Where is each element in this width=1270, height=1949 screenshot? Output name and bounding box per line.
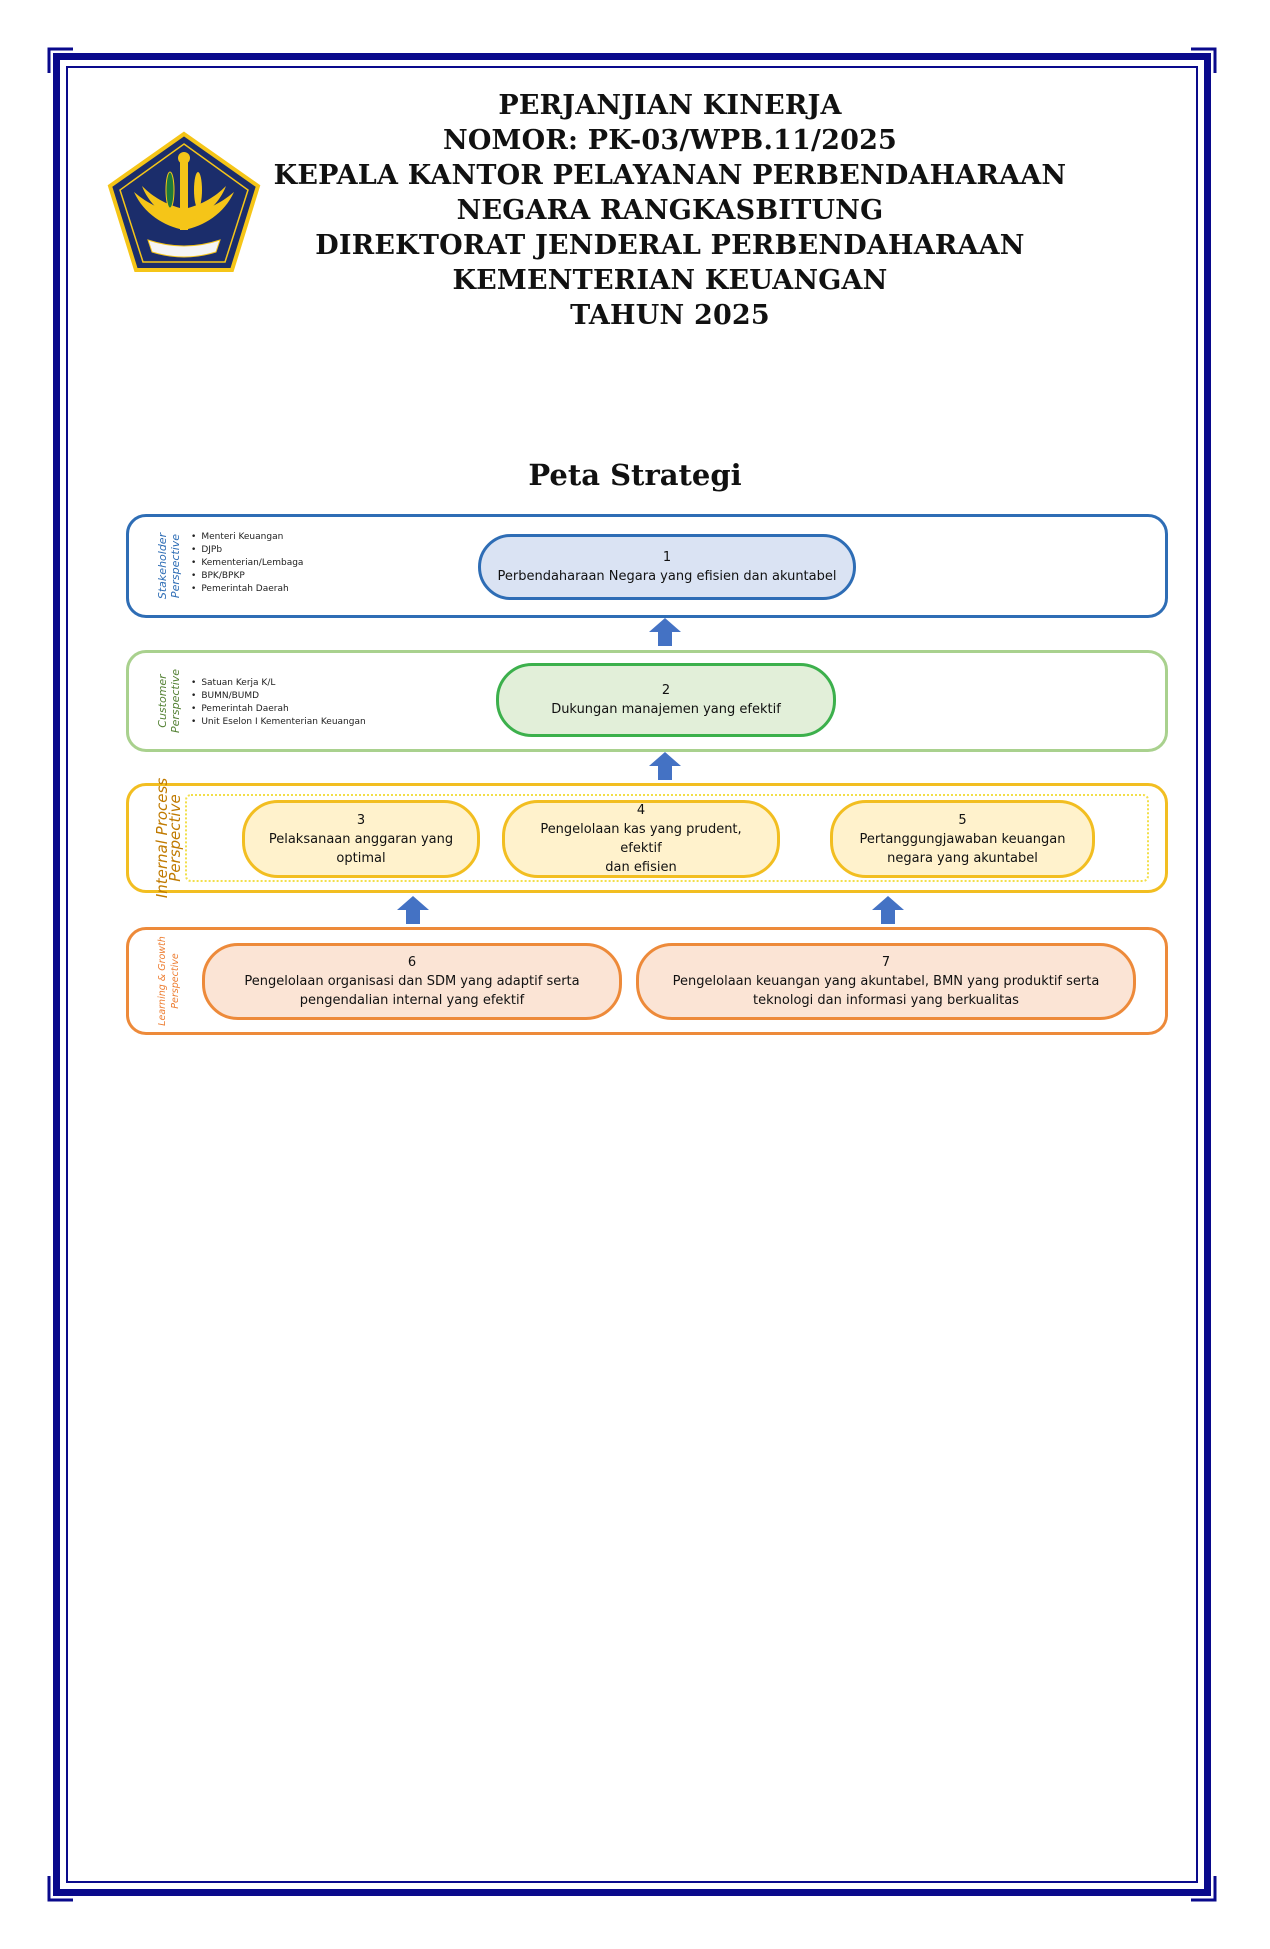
list-item: Menteri Keuangan bbox=[191, 531, 303, 544]
objective-text: pengendalian internal yang efektif bbox=[299, 993, 525, 1008]
header-line-5: DIREKTORAT JENDERAL PERBENDAHARAAN bbox=[315, 230, 1025, 261]
header-line-6: KEMENTERIAN KEUANGAN bbox=[452, 265, 888, 296]
list-item: Pemerintah Daerah bbox=[191, 583, 303, 596]
objective-number: 3 bbox=[356, 812, 366, 828]
stakeholder-list: Menteri Keuangan DJPb Kementerian/Lembag… bbox=[191, 531, 303, 596]
perspective-label-line: Perspective bbox=[166, 794, 184, 882]
corner-ornament-icon bbox=[47, 1876, 73, 1902]
header-number: NOMOR: PK-03/WPB.11/2025 bbox=[442, 125, 898, 156]
objective-text: Pengelolaan kas yang prudent, efektif bbox=[540, 822, 742, 856]
up-arrow-icon bbox=[649, 618, 681, 646]
objective-text: Pertanggungjawaban keuangan bbox=[859, 831, 1066, 847]
header-line-4: NEGARA RANGKASBITUNG bbox=[456, 195, 884, 226]
list-item: Unit Eselon I Kementerian Keuangan bbox=[191, 716, 365, 729]
objective-4: 4 Pengelolaan kas yang prudent, efektif … bbox=[502, 800, 780, 878]
list-item: Satuan Kerja K/L bbox=[191, 677, 366, 690]
objective-text: Pelaksanaan anggaran yang bbox=[268, 831, 454, 847]
objective-number: 4 bbox=[636, 803, 646, 818]
objective-text: Pengelolaan keuangan yang akuntabel, BMN… bbox=[672, 974, 1100, 989]
objective-text: optimal bbox=[336, 850, 386, 866]
corner-ornament-icon bbox=[1191, 1876, 1217, 1902]
objective-2: 2 Dukungan manajemen yang efektif bbox=[496, 663, 836, 737]
header-line-3: KEPALA KANTOR PELAYANAN PERBENDAHARAAN bbox=[273, 160, 1067, 191]
up-arrow-icon bbox=[872, 896, 904, 924]
customer-perspective-label: Customer Perspective bbox=[141, 653, 197, 749]
kemenkeu-emblem-icon bbox=[107, 131, 261, 272]
objective-number: 7 bbox=[881, 955, 891, 970]
corner-ornament-icon bbox=[47, 47, 73, 73]
stakeholder-perspective-panel: Stakeholder Perspective Menteri Keuangan… bbox=[126, 514, 1168, 618]
perspective-label-line: Perspective bbox=[170, 953, 181, 1009]
strategy-map-title: Peta Strategi bbox=[528, 458, 742, 492]
objective-text: Dukungan manajemen yang efektif bbox=[551, 702, 781, 717]
page-border-outer bbox=[53, 53, 1211, 1896]
document-header: PERJANJIAN KINERJA NOMOR: PK-03/WPB.11/2… bbox=[240, 88, 1100, 333]
objective-text: Pengelolaan organisasi dan SDM yang adap… bbox=[244, 974, 580, 989]
objective-text: dan efisien bbox=[605, 860, 677, 875]
learning-growth-perspective-label: Learning & Growth Perspective bbox=[141, 930, 197, 1032]
objective-5: 5 Pertanggungjawaban keuangan negara yan… bbox=[830, 800, 1095, 878]
objective-number: 5 bbox=[958, 812, 967, 828]
objective-text: negara yang akuntabel bbox=[887, 850, 1038, 866]
list-item: Kementerian/Lembaga bbox=[191, 557, 303, 570]
objective-6: 6 Pengelolaan organisasi dan SDM yang ad… bbox=[202, 943, 622, 1020]
header-year: TAHUN 2025 bbox=[570, 300, 770, 331]
list-item: BUMN/BUMD bbox=[191, 690, 366, 703]
objective-text: Perbendaharaan Negara yang efisien dan a… bbox=[497, 569, 837, 584]
customer-list: Satuan Kerja K/L BUMN/BUMD Pemerintah Da… bbox=[191, 677, 366, 729]
perspective-label-line: Stakeholder bbox=[156, 532, 169, 600]
objective-number: 1 bbox=[662, 550, 672, 565]
internal-process-dotted-frame bbox=[185, 794, 1149, 882]
list-item: DJPb bbox=[191, 544, 303, 557]
list-item: Pemerintah Daerah bbox=[191, 703, 366, 716]
objective-7: 7 Pengelolaan keuangan yang akuntabel, B… bbox=[636, 943, 1136, 1020]
up-arrow-icon bbox=[649, 752, 681, 780]
page-border-inner bbox=[66, 66, 1198, 1883]
objective-number: 2 bbox=[661, 683, 671, 698]
perspective-label-line: Perspective bbox=[169, 668, 182, 734]
objective-text: teknologi dan informasi yang berkualitas bbox=[753, 993, 1019, 1008]
objective-1: 1 Perbendaharaan Negara yang efisien dan… bbox=[478, 534, 856, 600]
stakeholder-perspective-label: Stakeholder Perspective bbox=[141, 517, 197, 615]
perspective-label-line: Learning & Growth bbox=[157, 936, 168, 1026]
objective-number: 6 bbox=[407, 955, 417, 970]
perspective-label-line: Perspective bbox=[169, 533, 182, 599]
list-item: BPK/BPKP bbox=[191, 570, 303, 583]
up-arrow-icon bbox=[397, 896, 429, 924]
objective-3: 3 Pelaksanaan anggaran yang optimal bbox=[242, 800, 480, 878]
perspective-label-line: Customer bbox=[156, 674, 169, 728]
corner-ornament-icon bbox=[1191, 47, 1217, 73]
internal-process-perspective-label: Internal Process Perspective bbox=[141, 778, 197, 898]
header-title: PERJANJIAN KINERJA bbox=[498, 90, 842, 121]
